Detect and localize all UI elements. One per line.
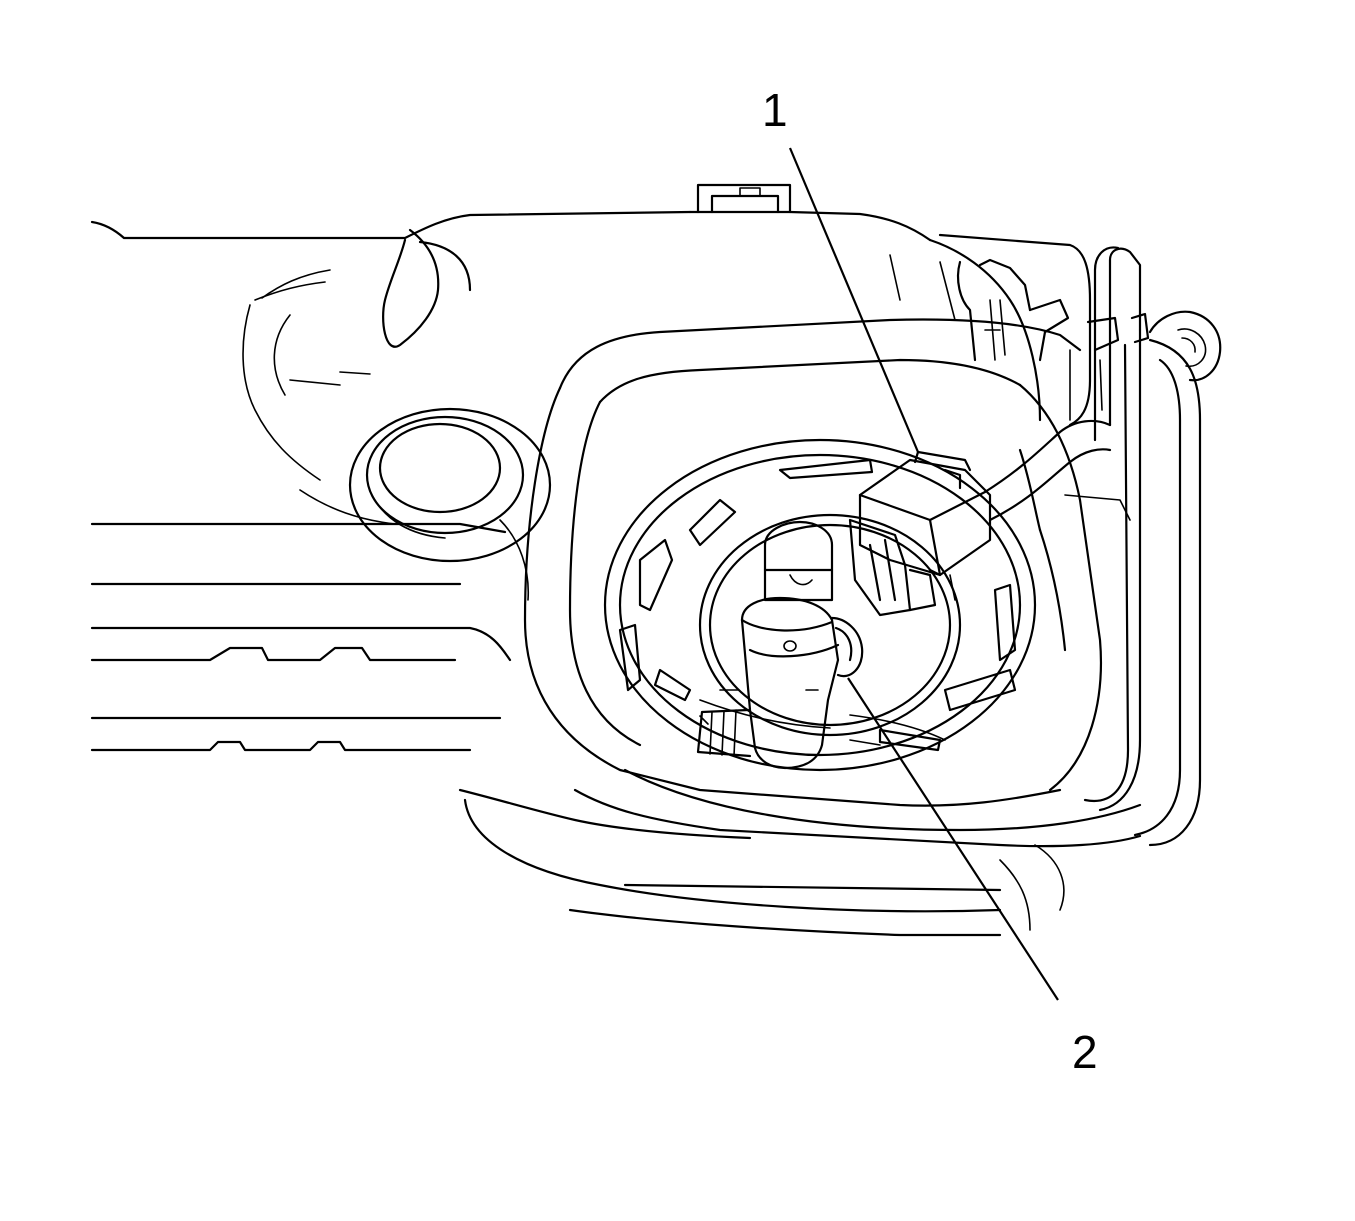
leader-line-2 <box>847 677 1059 1001</box>
callout-label-2: 2 <box>1072 1026 1098 1078</box>
electrical-connector <box>848 450 992 617</box>
callout-1: 1 <box>762 84 920 453</box>
fuel-tank-shell <box>90 210 932 752</box>
pump-recess <box>458 318 1142 937</box>
callout-label-1: 1 <box>762 84 788 136</box>
filler-cap <box>348 407 552 563</box>
fuel-lines <box>889 233 1222 847</box>
lock-ring <box>603 438 1037 772</box>
fuel-line-connector <box>696 596 864 770</box>
pump-fitting <box>763 520 834 602</box>
top-tab <box>696 183 792 214</box>
leader-line-1 <box>788 147 920 453</box>
callout-2: 2 <box>847 677 1098 1078</box>
